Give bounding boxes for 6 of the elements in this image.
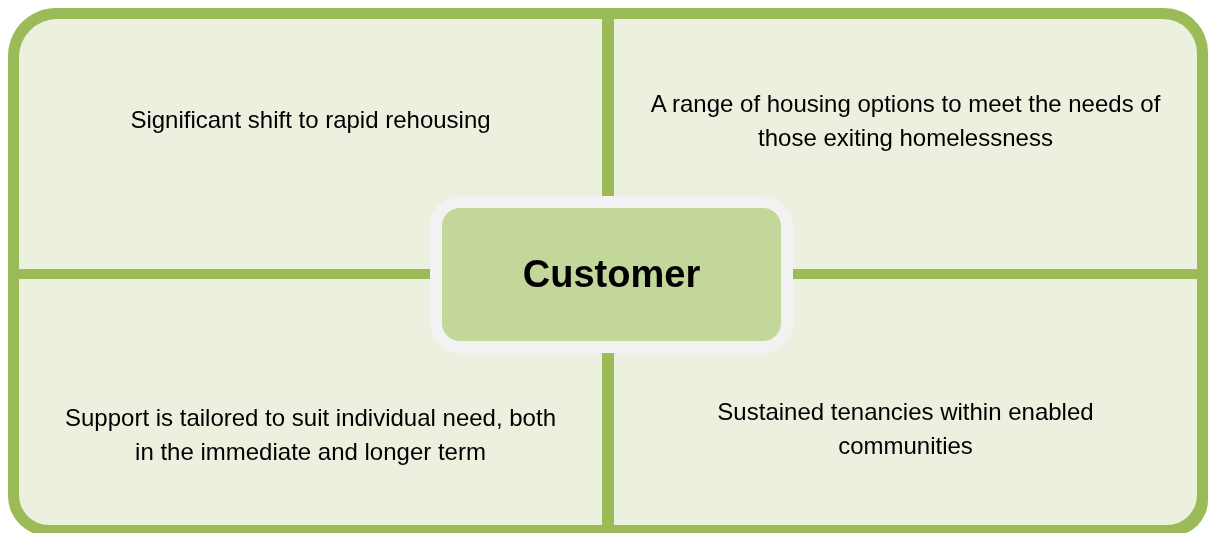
quadrant-text: Significant shift to rapid rehousing bbox=[130, 105, 491, 135]
center-box bbox=[430, 196, 793, 353]
center-text: Customer bbox=[522, 252, 701, 297]
quadrant-text: Sustained tenancies within enabled communities bbox=[716, 397, 1095, 461]
quadrant-text: A range of housing options to meet the needs of those exiting homelessness bbox=[650, 89, 1161, 153]
quadrant-text: Support is tailored to suit individual need, both in the immediate and longer term bbox=[64, 403, 557, 467]
